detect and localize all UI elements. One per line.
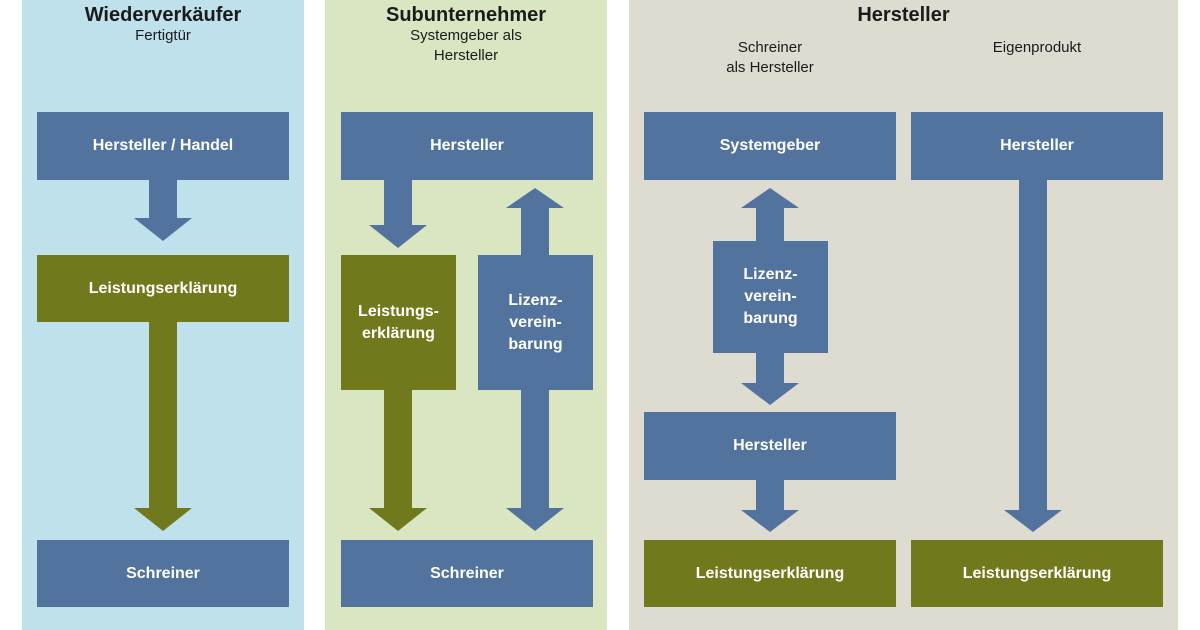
manufacturer-license-box: Lizenz- verein- barung — [713, 241, 828, 353]
subcontractor-subtitle: Systemgeber als Hersteller — [410, 27, 522, 64]
own-product-top-box: Hersteller — [911, 112, 1163, 180]
own-product-declaration-box: Leistungserklärung — [911, 540, 1163, 607]
subcontractor-license-box: Lizenz- verein- barung — [478, 255, 593, 390]
manufacturer-middle-box: Hersteller — [644, 412, 896, 480]
subcontractor-top-box: Hersteller — [341, 112, 593, 180]
reseller-top-box: Hersteller / Handel — [37, 112, 289, 180]
reseller-bottom-box: Schreiner — [37, 540, 289, 607]
arrow-down-subcontractor-top — [369, 180, 427, 248]
arrow-down-subcontractor-license — [506, 390, 564, 531]
subcontractor-declaration-box: Leistungs- erklärung — [341, 255, 456, 390]
subcontractor-title: Subunternehmer — [385, 4, 547, 26]
manufacturer-title: Hersteller — [857, 4, 950, 26]
reseller-declaration-box: Leistungserklärung — [37, 255, 289, 322]
arrow-down-manufacturer-middle — [741, 480, 799, 532]
reseller-subtitle: Fertigtür — [135, 27, 191, 44]
subcontractor-bottom-box: Schreiner — [341, 540, 593, 607]
arrow-down-reseller-declaration — [134, 322, 192, 531]
arrow-up-subcontractor-license — [506, 188, 564, 255]
reseller-title: Wiederverkäufer — [84, 4, 242, 26]
manufacturer-left-declaration-box: Leistungserklärung — [644, 540, 896, 607]
arrow-down-own-product — [1004, 180, 1062, 532]
manufacturer-system-provider-box: Systemgeber — [644, 112, 896, 180]
arrow-up-manufacturer-license — [741, 188, 799, 241]
manufacturer-left-subtitle: Schreiner als Hersteller — [726, 39, 814, 76]
manufacturer-right-subtitle: Eigenprodukt — [992, 39, 1082, 56]
arrow-down-manufacturer-license — [741, 353, 799, 405]
arrow-down-subcontractor-declaration — [369, 390, 427, 531]
arrow-down-reseller-top — [134, 180, 192, 241]
